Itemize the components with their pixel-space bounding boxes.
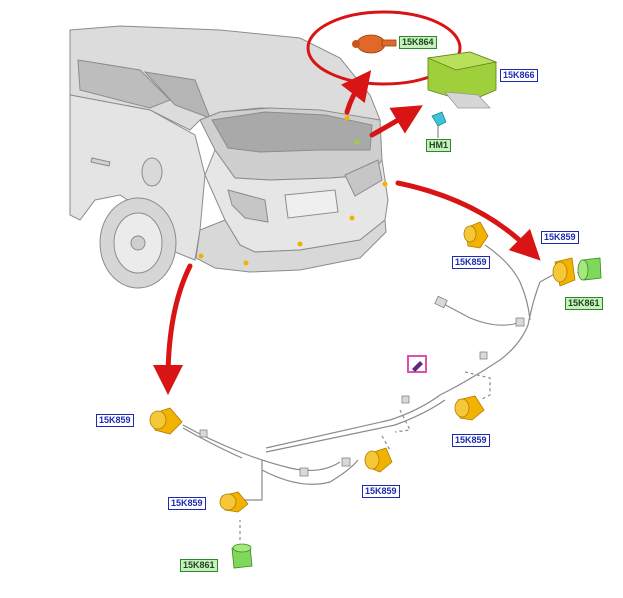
pencil-connector-icon — [407, 355, 427, 373]
clip-icon — [199, 429, 208, 438]
bumper-sensor-dot-3 — [297, 241, 303, 247]
label-module: 15K866 — [500, 69, 538, 82]
clip-icon — [479, 351, 488, 360]
sensor-cap-icon — [577, 257, 602, 281]
parking-sensor-icon — [463, 221, 489, 249]
arrow-to-module — [369, 105, 423, 138]
label-sensor-left-lower: 15K859 — [168, 497, 206, 510]
bumper-sensor-dot-4 — [349, 215, 355, 221]
callout-arrows — [153, 70, 541, 395]
label-buzzer: 15K864 — [399, 36, 437, 49]
bumper-sensor-dot-5 — [382, 181, 388, 187]
sensor-cap-icon — [231, 543, 253, 569]
buzzer-icon — [352, 34, 397, 54]
clip-icon — [401, 395, 410, 404]
parking-sensor-icon — [552, 257, 576, 287]
module-location-dot — [354, 139, 360, 145]
clip-icon — [515, 317, 525, 327]
label-sensor-left-corner: 15K859 — [96, 414, 134, 427]
arrow-to-right-corner — [395, 180, 541, 261]
arrow-to-left-corner — [153, 263, 193, 395]
parking-sensor-icon — [364, 447, 393, 473]
bumper-sensor-dot-1 — [198, 253, 204, 259]
clip-icon — [341, 457, 351, 467]
parking-sensor-icon — [454, 395, 485, 421]
bumper-sensor-dots — [198, 115, 388, 266]
label-cap-left: 15K861 — [180, 559, 218, 572]
buzzer-callout-ring — [306, 10, 462, 86]
label-sensor-right-corner: 15K859 — [541, 231, 579, 244]
buzzer-location-dot — [344, 115, 350, 121]
connector-icon — [431, 111, 447, 138]
control-module-icon — [426, 51, 498, 109]
vehicle-illustration — [69, 25, 389, 289]
label-sensor-center-left: 15K859 — [362, 485, 400, 498]
label-sensor-center-right: 15K859 — [452, 434, 490, 447]
arrow-to-buzzer — [340, 70, 372, 115]
parking-sensor-icon — [219, 491, 249, 513]
bumper-sensor-dot-2 — [243, 260, 249, 266]
label-cap-right: 15K861 — [565, 297, 603, 310]
clip-icon — [434, 295, 448, 309]
clip-icon — [299, 467, 309, 477]
label-sensor-right-upper: 15K859 — [452, 256, 490, 269]
harness-clips — [199, 295, 525, 477]
label-hm1: HM1 — [426, 139, 452, 152]
parking-sensor-icon — [149, 407, 183, 435]
